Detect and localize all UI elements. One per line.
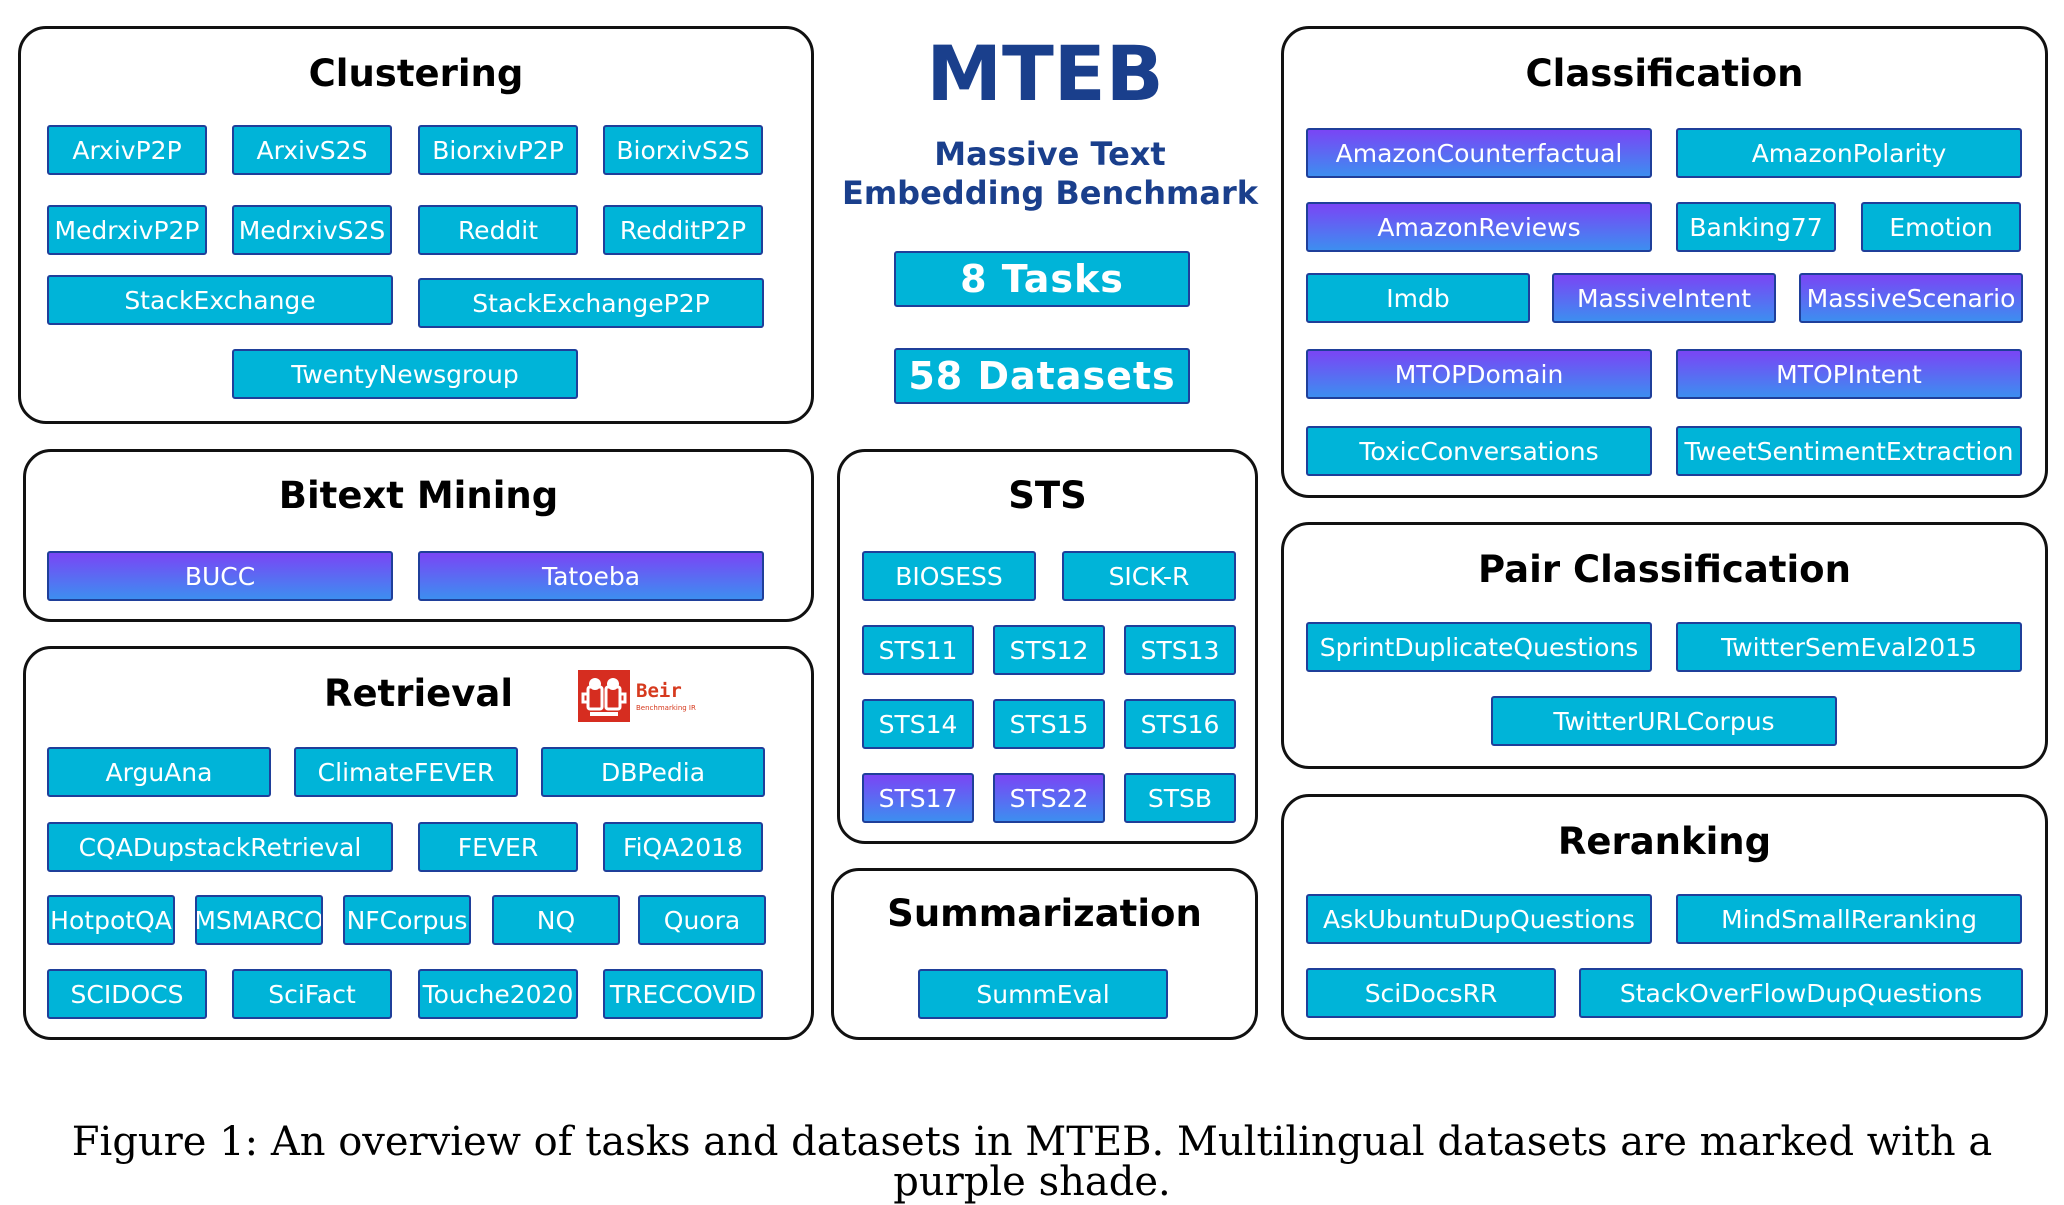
dataset-chip: AmazonPolarity [1676,128,2022,178]
dataset-chip: NFCorpus [343,895,471,945]
dataset-chip: Touche2020 [418,969,578,1019]
dataset-chip: STS17 [862,773,974,823]
dataset-chip: Imdb [1306,273,1530,323]
dataset-chip: MSMARCO [195,895,323,945]
dataset-chip: Tatoeba [418,551,764,601]
dataset-chip: MedrxivP2P [47,205,207,255]
beir-logo-text: Beir [636,680,682,702]
dataset-chip: AskUbuntuDupQuestions [1306,894,1652,944]
mteb-subtitle-line2: Embedding Benchmark [841,174,1259,212]
dataset-chip: MindSmallReranking [1676,894,2022,944]
dataset-chip: TwitterSemEval2015 [1676,622,2022,672]
dataset-chip: StackExchangeP2P [418,278,764,328]
mteb-subtitle-line1: Massive Text [934,135,1166,173]
bitext-mining-title: Bitext Mining [278,474,559,517]
dataset-chip: Emotion [1861,202,2021,252]
dataset-chip: SICK-R [1062,551,1236,601]
dataset-chip: STS12 [993,625,1105,675]
dataset-chip: AmazonReviews [1306,202,1652,252]
pair-classification-panel: Pair Classification SprintDuplicateQuest… [1281,522,2048,769]
dataset-chip: Quora [638,895,766,945]
dataset-chip: SummEval [918,969,1168,1019]
dataset-chip: SciFact [232,969,392,1019]
classification-panel: Classification AmazonCounterfactual Amaz… [1281,26,2048,498]
dataset-chip: RedditP2P [603,205,763,255]
dataset-chip: STS14 [862,699,974,749]
dataset-chip: CQADupstackRetrieval [47,822,393,872]
dataset-chip: BUCC [47,551,393,601]
pair-classification-title: Pair Classification [1478,548,1851,591]
dataset-chip: TweetSentimentExtraction [1676,426,2022,476]
dataset-chip: ArxivP2P [47,125,207,175]
dataset-chip: STS16 [1124,699,1236,749]
dataset-chip: FiQA2018 [603,822,763,872]
dataset-chip: MTOPDomain [1306,349,1652,399]
retrieval-title: Retrieval [323,672,514,715]
dataset-chip: BIOSESS [862,551,1036,601]
dataset-chip: Reddit [418,205,578,255]
dataset-chip: TwentyNewsgroup [232,349,578,399]
dataset-chip: TwitterURLCorpus [1491,696,1837,746]
dataset-chip: ClimateFEVER [294,747,518,797]
clustering-title: Clustering [308,52,524,95]
dataset-chip: DBPedia [541,747,765,797]
dataset-chip: STS15 [993,699,1105,749]
mteb-title: MTEB [926,29,1164,118]
dataset-chip: BiorxivS2S [603,125,763,175]
figure-caption: Figure 1: An overview of tasks and datas… [71,1119,1993,1205]
reranking-title: Reranking [1557,820,1772,863]
dataset-chip: ToxicConversations [1306,426,1652,476]
dataset-chip: ArguAna [47,747,271,797]
dataset-chip: StackExchange [47,275,393,325]
dataset-chip: FEVER [418,822,578,872]
dataset-chip: HotpotQA [47,895,175,945]
dataset-chip: STS22 [993,773,1105,823]
dataset-chip: StackOverFlowDupQuestions [1579,968,2023,1018]
tasks-count-badge: 8 Tasks [894,251,1190,307]
dataset-chip: MassiveScenario [1799,273,2023,323]
beer-mugs-icon [578,670,630,722]
dataset-chip: TRECCOVID [603,969,763,1019]
sts-panel: STS BIOSESS SICK-R STS11 STS12 STS13 STS… [837,449,1258,844]
datasets-count-badge: 58 Datasets [894,348,1190,404]
dataset-chip: Banking77 [1676,202,1836,252]
classification-title: Classification [1525,52,1804,95]
dataset-chip: MedrxivS2S [232,205,392,255]
dataset-chip: SprintDuplicateQuestions [1306,622,1652,672]
summarization-title: Summarization [887,892,1202,935]
clustering-panel: Clustering ArxivP2P ArxivS2S BiorxivP2P … [18,26,814,424]
dataset-chip: STSB [1124,773,1236,823]
dataset-chip: MassiveIntent [1552,273,1776,323]
dataset-chip: MTOPIntent [1676,349,2022,399]
reranking-panel: Reranking AskUbuntuDupQuestions MindSmal… [1281,794,2048,1040]
sts-title: STS [1008,474,1087,517]
dataset-chip: SCIDOCS [47,969,207,1019]
dataset-chip: AmazonCounterfactual [1306,128,1652,178]
dataset-chip: SciDocsRR [1306,968,1556,1018]
dataset-chip: STS11 [862,625,974,675]
retrieval-panel: Retrieval ArguAna ClimateFEVER DBPedia C… [23,646,814,1040]
dataset-chip: NQ [492,895,620,945]
dataset-chip: BiorxivP2P [418,125,578,175]
beir-logo-subtext: Benchmarking IR [636,704,696,712]
summarization-panel: Summarization SummEval [831,868,1258,1040]
dataset-chip: ArxivS2S [232,125,392,175]
dataset-chip: STS13 [1124,625,1236,675]
bitext-mining-panel: Bitext Mining BUCC Tatoeba [23,449,814,622]
